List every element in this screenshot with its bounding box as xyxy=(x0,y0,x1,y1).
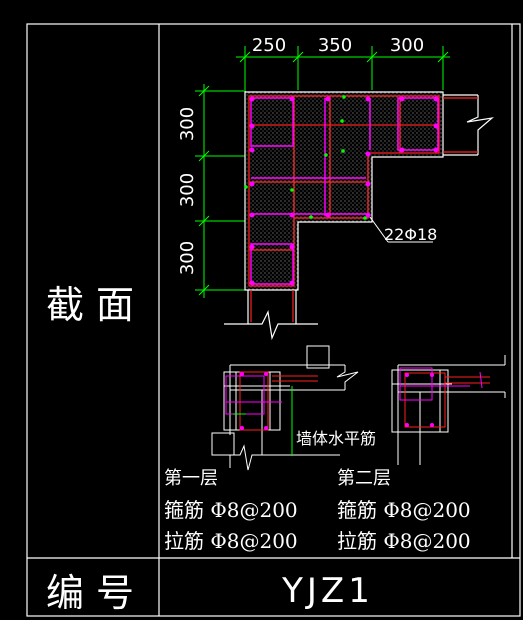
dim-left-3: 300 xyxy=(177,241,198,275)
rebar-callout: 22Φ18 xyxy=(384,225,437,244)
longitudinal-bars xyxy=(249,96,439,286)
layer-1-title: 第一层 xyxy=(164,468,218,489)
top-dimension-lines xyxy=(236,46,450,90)
left-dimension-lines xyxy=(195,84,246,298)
column-section xyxy=(224,91,495,341)
dim-top-2: 350 xyxy=(318,35,352,56)
number-row-label: 编 号 xyxy=(46,571,134,615)
layer-2-notes: 第二层 箍筋 Φ8@200 拉筋 Φ8@200 xyxy=(337,468,471,553)
layer-1-stirrup: 箍筋 Φ8@200 xyxy=(164,498,298,522)
layer-1-notes: 第一层 箍筋 Φ8@200 拉筋 Φ8@200 xyxy=(164,468,298,553)
table-frame xyxy=(26,23,521,617)
wall-rebar-note: 墙体水平筋 xyxy=(296,429,376,448)
dim-top-3: 300 xyxy=(390,35,424,56)
dim-left-2: 300 xyxy=(177,173,198,207)
rebar-callout-leader xyxy=(369,216,433,243)
wall-stubs xyxy=(224,94,495,341)
edge-stirrups xyxy=(250,97,439,285)
concrete-fill xyxy=(244,91,444,291)
layer-2-tie: 拉筋 Φ8@200 xyxy=(337,529,471,553)
main-stirrups xyxy=(248,95,440,287)
layer-2-stirrup: 箍筋 Φ8@200 xyxy=(337,498,471,522)
layer-1-tie: 拉筋 Φ8@200 xyxy=(164,529,298,553)
detail-layer-1 xyxy=(211,345,359,471)
member-code: YJZ1 xyxy=(281,571,374,611)
dim-top-1: 250 xyxy=(252,35,286,56)
dim-left-1: 300 xyxy=(177,107,198,141)
layer-2-title: 第二层 xyxy=(337,468,391,489)
section-row-label: 截 面 xyxy=(46,283,134,327)
intermediate-bars xyxy=(244,95,367,220)
detail-layer-2 xyxy=(391,355,506,465)
wall-rebar xyxy=(250,97,478,322)
